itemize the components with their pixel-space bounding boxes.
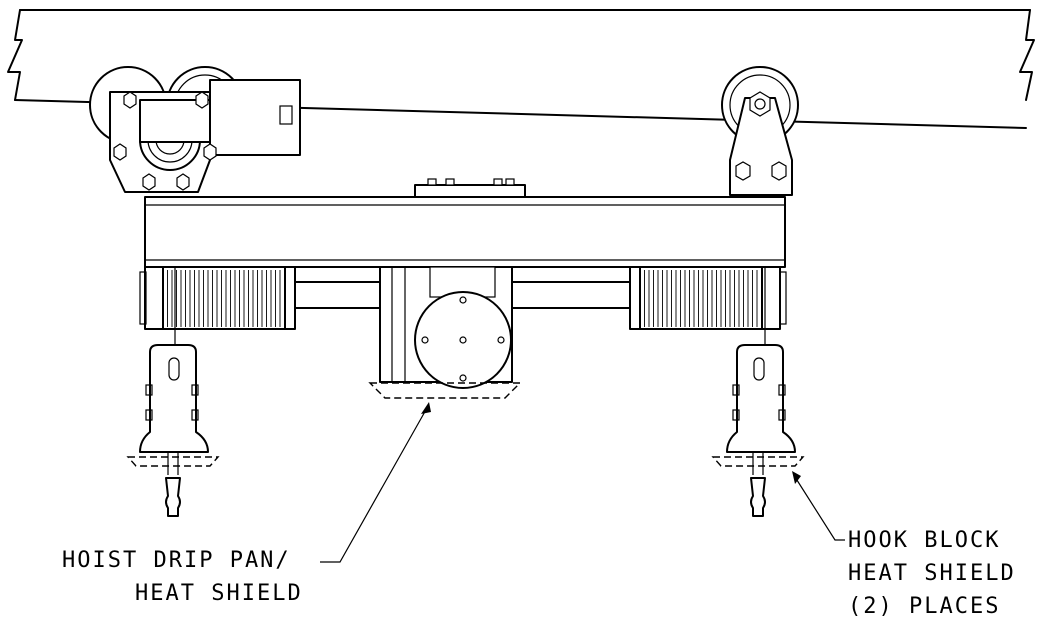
hook-block-label-line2: HEAT SHIELD (848, 561, 1016, 586)
drip-pan-label-line2: HEAT SHIELD (135, 581, 303, 606)
drip-pan-leader (320, 402, 431, 563)
left-rope-drum (139, 266, 381, 365)
hook-block-label-line1: HOOK BLOCK (848, 528, 1000, 553)
hook-block-leader (792, 471, 845, 541)
left-hook-block (126, 344, 220, 517)
right-trolley-wheel (721, 66, 799, 196)
main-girder (144, 196, 786, 268)
right-rope-drum (511, 266, 787, 365)
left-end-truck-drive (109, 79, 301, 193)
drip-pan-label-line1: HOIST DRIP PAN/ (62, 548, 291, 573)
top-plate (414, 178, 526, 198)
hoist-drip-pan (368, 382, 522, 399)
right-hook-block (711, 344, 805, 517)
hook-block-label-line3: (2) PLACES (848, 594, 1000, 619)
hoist-motor (379, 266, 513, 389)
